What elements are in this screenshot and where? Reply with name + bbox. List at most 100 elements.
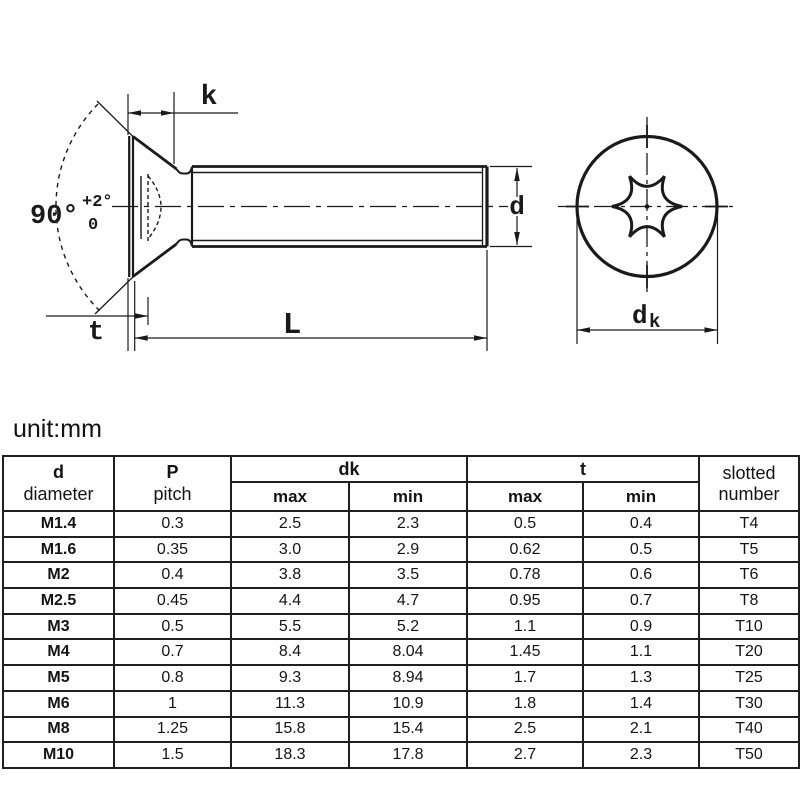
cell-slotted: T50 (698, 741, 800, 769)
angle-label: 90° (30, 202, 79, 232)
table-row: M3 0.5 5.5 5.2 1.1 0.9 T10 (2, 612, 800, 641)
t-dimension (46, 313, 148, 319)
cell-t-max: 2.5 (466, 715, 585, 744)
dk-label-sub: k (649, 311, 660, 333)
front-view (558, 117, 737, 344)
cell-t-min: 1.3 (582, 664, 701, 692)
table-row: M1.4 0.3 2.5 2.3 0.5 0.4 T4 (2, 510, 800, 538)
cell-t-min: 2.3 (582, 741, 701, 769)
cell-pitch: 0.35 (113, 535, 232, 564)
cell-dk-max: 4.4 (230, 587, 350, 615)
l-dimension (134, 335, 487, 341)
table-row: M4 0.7 8.4 8.04 1.45 1.1 T20 (2, 638, 800, 667)
cell-dk-max: 3.8 (230, 561, 350, 590)
cell-diameter: M2 (2, 561, 115, 590)
header-d-diameter: d diameter (2, 455, 115, 512)
table-row: M2.5 0.45 4.4 4.7 0.95 0.7 T8 (2, 587, 800, 615)
side-view (46, 92, 532, 351)
l-label: L (283, 308, 302, 343)
cell-slotted: T30 (698, 689, 800, 718)
cell-t-min: 1.1 (582, 638, 701, 667)
header-dk-max: max (230, 481, 350, 512)
cell-dk-min: 2.3 (347, 510, 469, 538)
header-dk: dk (229, 455, 469, 483)
cell-slotted: T8 (698, 587, 800, 615)
cell-dk-max: 5.5 (230, 612, 350, 641)
cell-pitch: 0.8 (113, 664, 232, 692)
cell-dk-max: 8.4 (230, 638, 350, 667)
cell-diameter: M10 (2, 741, 115, 769)
angle-tolerance-minus: 0 (88, 216, 98, 235)
cell-slotted: T6 (698, 561, 800, 590)
cell-dk-max: 11.3 (230, 689, 350, 718)
table-row: M8 1.25 15.8 15.4 2.5 2.1 T40 (2, 715, 800, 744)
cell-t-max: 0.5 (466, 510, 585, 538)
screw-shaft (190, 165, 489, 248)
d-label: d (509, 192, 525, 222)
cell-dk-min: 5.2 (347, 612, 469, 641)
technical-drawing: k 90° +2° 0 t L d (30, 82, 737, 351)
cell-pitch: 0.5 (113, 612, 232, 641)
cell-pitch: 1.25 (113, 715, 232, 744)
header-t-min: min (582, 481, 701, 512)
cell-dk-min: 10.9 (347, 689, 469, 718)
header-t-max: max (466, 481, 585, 512)
cell-pitch: 0.4 (113, 561, 232, 590)
header-p-word: pitch (153, 483, 192, 504)
cell-t-max: 2.7 (466, 741, 585, 769)
header-d-symbol: d (53, 462, 64, 483)
cell-t-max: 0.95 (466, 587, 585, 615)
spec-table: d diameter P pitch dk t slotted number m… (2, 455, 800, 769)
angle-annotation (55, 100, 136, 315)
header-p-symbol: P (166, 462, 179, 483)
cell-t-min: 0.4 (582, 510, 701, 538)
table-row: M10 1.5 18.3 17.8 2.7 2.3 T50 (2, 741, 800, 769)
cell-diameter: M4 (2, 638, 115, 667)
cell-slotted: T5 (698, 535, 800, 564)
cell-pitch: 1 (113, 689, 232, 718)
unit-label: unit:mm (13, 415, 102, 443)
torx-recess (611, 175, 683, 238)
cell-t-max: 0.78 (466, 561, 585, 590)
header-dk-min: min (347, 481, 469, 512)
head-outer-circle (575, 134, 719, 279)
cell-pitch: 0.3 (113, 510, 232, 538)
cell-t-min: 1.4 (582, 689, 701, 718)
cell-dk-max: 9.3 (230, 664, 350, 692)
hidden-recess-lines (140, 174, 162, 241)
cell-t-max: 1.7 (466, 664, 585, 692)
cell-t-min: 0.7 (582, 587, 701, 615)
cell-slotted: T10 (698, 612, 800, 641)
d-dimension (514, 168, 520, 245)
cell-diameter: M8 (2, 715, 115, 744)
center-dot (644, 204, 650, 209)
cell-dk-min: 15.4 (347, 715, 469, 744)
angle-tolerance-plus: +2° (82, 193, 113, 212)
header-row-1: d diameter P pitch dk t slotted number (2, 455, 800, 512)
cell-dk-min: 4.7 (347, 587, 469, 615)
cell-diameter: M6 (2, 689, 115, 718)
cell-pitch: 0.7 (113, 638, 232, 667)
cell-t-max: 1.45 (466, 638, 585, 667)
header-slotted-number: slotted number (698, 455, 800, 512)
cell-pitch: 1.5 (113, 741, 232, 769)
header-p-pitch: P pitch (113, 455, 232, 512)
cell-diameter: M2.5 (2, 587, 115, 615)
cell-diameter: M5 (2, 664, 115, 692)
cell-dk-max: 18.3 (230, 741, 350, 769)
header-d-word: diameter (23, 483, 94, 504)
extension-lines (127, 92, 532, 351)
screw-head-outline (128, 135, 193, 278)
cell-t-min: 0.6 (582, 561, 701, 590)
cell-diameter: M1.4 (2, 510, 115, 538)
cell-dk-min: 3.5 (347, 561, 469, 590)
k-dimension (128, 110, 238, 116)
k-label: k (201, 82, 218, 113)
cell-dk-min: 8.04 (347, 638, 469, 667)
table-row: M1.6 0.35 3.0 2.9 0.62 0.5 T5 (2, 535, 800, 564)
cell-dk-max: 15.8 (230, 715, 350, 744)
dk-dimension (576, 212, 719, 344)
angle-arc (55, 103, 101, 312)
cell-slotted: T4 (698, 510, 800, 538)
